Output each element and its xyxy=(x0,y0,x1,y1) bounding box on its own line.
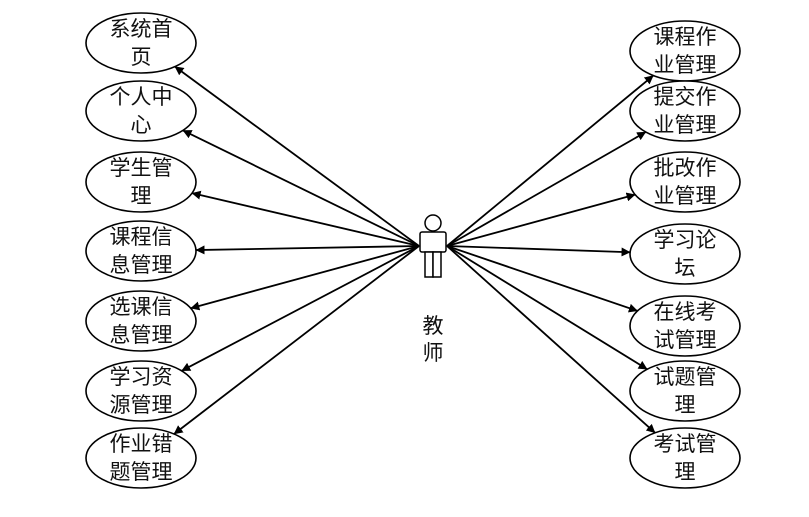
uc-online-exam-management-label-line-2: 试管理 xyxy=(654,328,717,352)
uc-learning-resources-management-label-line-2: 源管理 xyxy=(110,393,173,417)
uc-course-info-management-ellipse xyxy=(85,220,197,282)
uc-system-home-label-line-1: 系统首 xyxy=(110,17,173,41)
uc-grade-homework-management-label-line-1: 批改作 xyxy=(654,156,717,180)
uc-learning-forum-label-line-1: 学习论 xyxy=(654,228,717,252)
uc-personal-center-label-line-2: 心 xyxy=(131,113,152,137)
uc-question-management-label-line-1: 试题管 xyxy=(654,365,717,389)
uc-grade-homework-management-ellipse xyxy=(629,151,741,213)
uc-learning-resources-management-label-line-1: 学习资 xyxy=(110,365,173,389)
uc-personal-center-ellipse xyxy=(85,80,197,142)
uc-exam-management-ellipse xyxy=(629,427,741,489)
uc-course-selection-management-label-line-1: 选课信 xyxy=(110,295,173,319)
use-case-nodes: 系统首页个人中心学生管理课程信息管理选课信息管理学习资源管理作业错题管理课程作业… xyxy=(85,12,741,489)
uc-system-home-label-line-2: 页 xyxy=(131,45,152,69)
arrow-to-uc-course-selection-management xyxy=(190,245,420,311)
uc-learning-forum-label-line-2: 坛 xyxy=(675,256,696,280)
arrow-to-uc-course-homework-management xyxy=(446,74,654,247)
uc-online-exam-management-ellipse xyxy=(629,295,741,357)
arrow-to-uc-system-home xyxy=(174,65,420,247)
uc-exam-management-label-line-2: 理 xyxy=(675,460,696,484)
uc-personal-center-label-line-1: 个人中 xyxy=(110,85,173,109)
arrow-to-uc-learning-resources-management xyxy=(181,245,420,372)
uc-student-management-label-line-1: 学生管 xyxy=(110,156,173,180)
arrow-to-uc-student-management xyxy=(191,190,420,247)
uc-course-selection-management-ellipse xyxy=(85,290,197,352)
uc-grade-homework-management-label-line-2: 业管理 xyxy=(654,184,717,208)
uc-submit-homework-management-ellipse xyxy=(629,80,741,142)
actor-right-leg xyxy=(432,251,442,278)
arrow-to-uc-grade-homework-management xyxy=(446,192,636,247)
uc-course-selection-management-label-line-2: 息管理 xyxy=(110,323,173,347)
arrow-to-uc-personal-center xyxy=(182,129,420,247)
uc-wrong-questions-management-label-line-1: 作业错 xyxy=(110,432,173,456)
uc-exam-management-label-line-1: 考试管 xyxy=(654,432,717,456)
uc-course-info-management-label-line-1: 课程信 xyxy=(110,225,173,249)
uc-wrong-questions-management-ellipse xyxy=(85,427,197,489)
uc-course-homework-management-label-line-2: 业管理 xyxy=(654,53,717,77)
teacher-actor: 教 师 xyxy=(419,214,447,365)
uc-student-management-label-line-2: 理 xyxy=(131,184,152,208)
actor-left-leg xyxy=(424,251,434,278)
arrow-to-uc-learning-forum xyxy=(446,245,631,257)
actor-torso xyxy=(419,231,447,253)
actor-head-icon xyxy=(424,214,442,232)
uc-question-management-label-line-2: 理 xyxy=(675,393,696,417)
actor-label-line-1: 教 xyxy=(423,314,444,338)
uc-learning-forum-ellipse xyxy=(629,223,741,285)
arrow-to-uc-course-info-management xyxy=(195,245,420,255)
arrow-to-uc-online-exam-management xyxy=(446,245,638,313)
uc-student-management-ellipse xyxy=(85,151,197,213)
arrow-to-uc-wrong-questions-management xyxy=(173,245,420,435)
uc-question-management-ellipse xyxy=(629,360,741,422)
uc-course-homework-management-label-line-1: 课程作 xyxy=(654,25,717,49)
uc-wrong-questions-management-label-line-2: 题管理 xyxy=(110,460,173,484)
arrow-to-uc-submit-homework-management xyxy=(446,131,647,247)
arrow-to-uc-exam-management xyxy=(446,245,656,434)
uc-submit-homework-management-label-line-2: 业管理 xyxy=(654,113,717,137)
uc-learning-resources-management-ellipse xyxy=(85,360,197,422)
actor-label-line-2: 师 xyxy=(423,341,444,365)
uc-submit-homework-management-label-line-1: 提交作 xyxy=(654,85,717,109)
association-arrows xyxy=(173,65,656,435)
uc-online-exam-management-label-line-1: 在线考 xyxy=(654,300,717,324)
arrow-to-uc-question-management xyxy=(446,245,648,370)
uc-course-info-management-label-line-2: 息管理 xyxy=(110,253,173,277)
uc-system-home-ellipse xyxy=(85,12,197,74)
